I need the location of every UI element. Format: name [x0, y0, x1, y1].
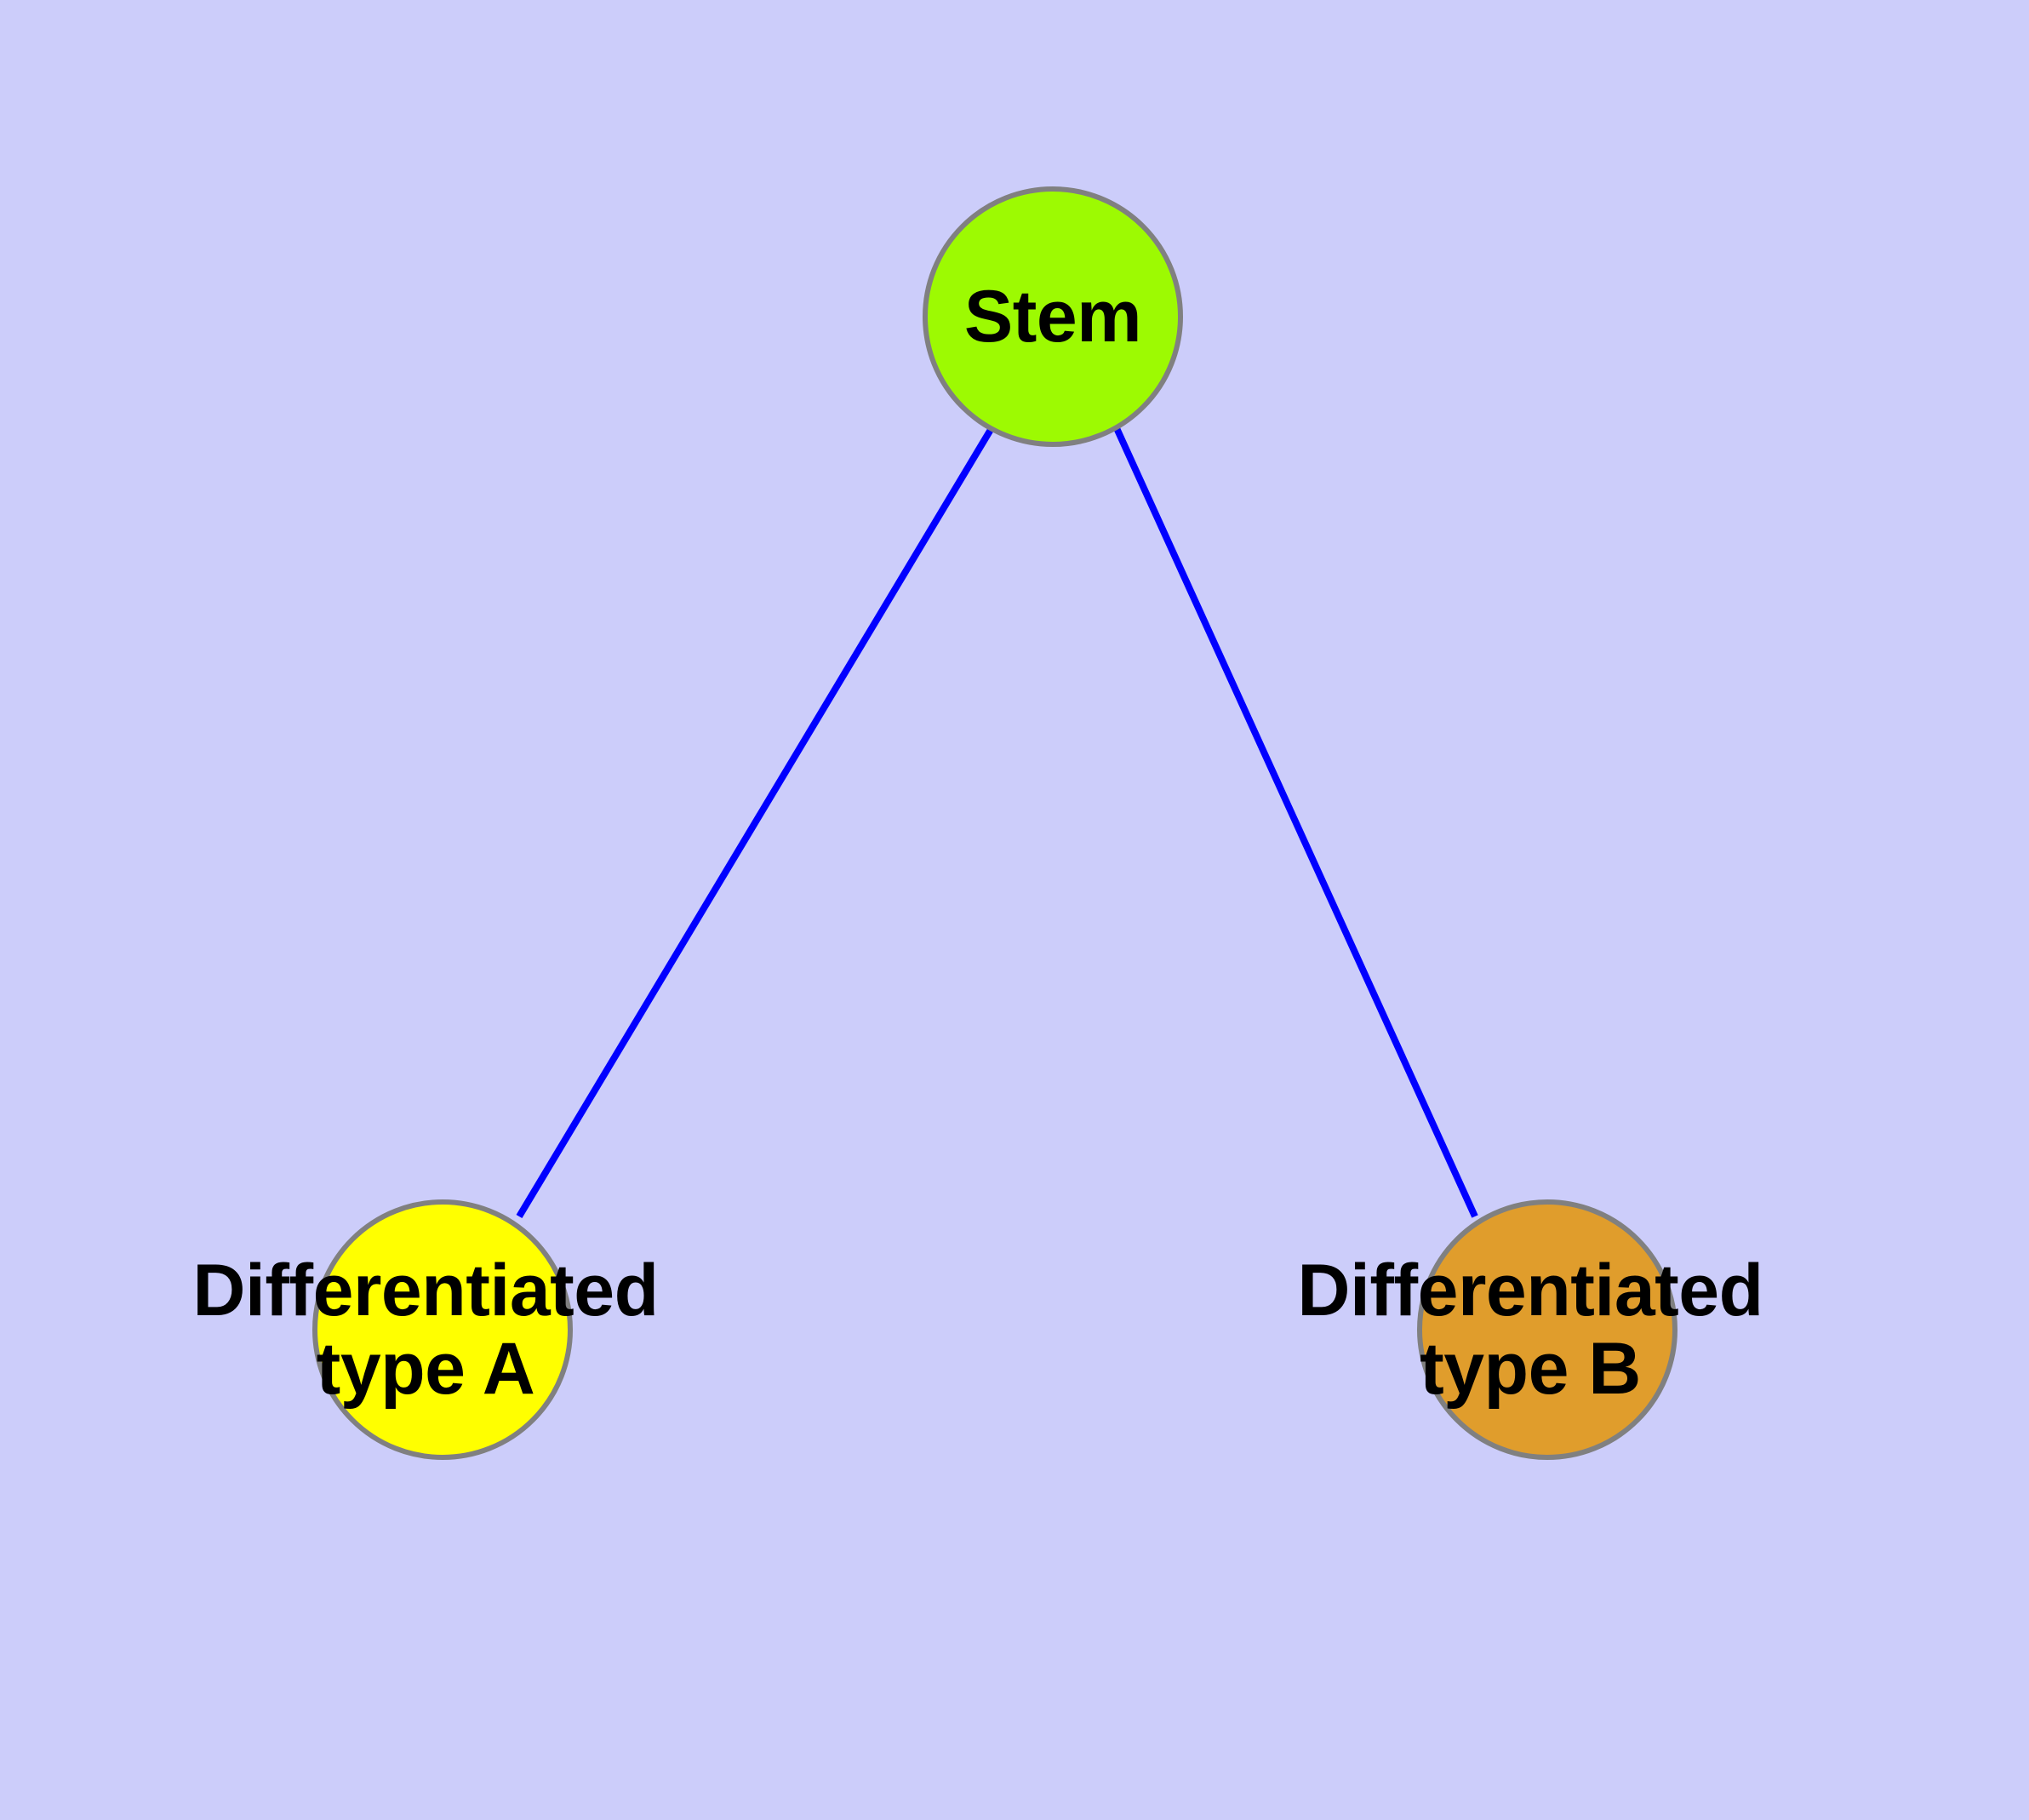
graph-node-diff-b[interactable]: [1417, 1199, 1677, 1460]
graph-node-diff-a[interactable]: [312, 1199, 573, 1460]
nodes-group: [312, 186, 1677, 1460]
edges-group: [516, 426, 1478, 1219]
graph-edge[interactable]: [1113, 426, 1478, 1218]
graph-edge[interactable]: [516, 426, 995, 1219]
graph-node-stem[interactable]: [923, 186, 1183, 447]
